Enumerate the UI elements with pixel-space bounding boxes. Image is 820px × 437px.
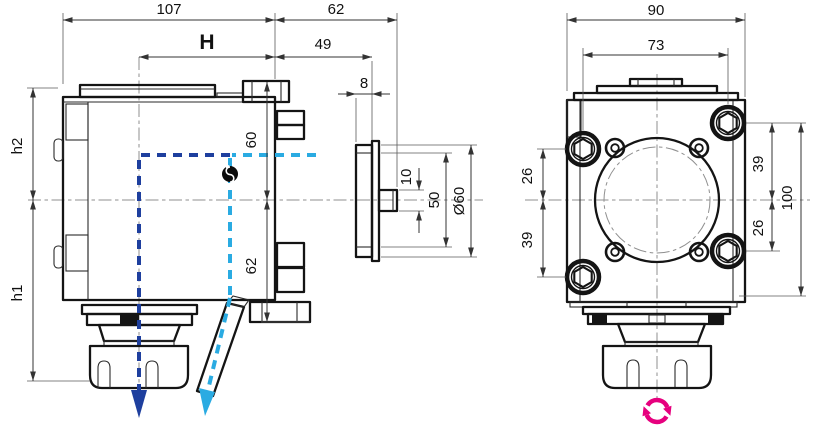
collet-nut <box>601 344 713 390</box>
front-plate-block-top <box>65 103 89 141</box>
hex-socket <box>573 137 593 161</box>
dim-26-left-label: 26 <box>519 168 536 185</box>
dim-60-label: 60 <box>243 132 260 149</box>
corner-hex-bolt-bottom-right <box>709 232 747 270</box>
bottom-clamp-block <box>248 300 312 324</box>
coolant-arrow-icon <box>199 388 215 416</box>
spindle-rotation-icon <box>642 397 672 425</box>
dim-73-label: 73 <box>648 37 665 54</box>
side-view: 107 62 H 49 8 60 62 10 50 Ø60 h2 h1 <box>9 1 483 418</box>
rotation-arc <box>644 413 669 425</box>
bore-screw-hole <box>604 137 626 159</box>
clamp-lug-top <box>53 138 64 162</box>
spindle-key-block <box>120 315 139 324</box>
dim-39-left-label: 39 <box>519 232 536 249</box>
bore-screw-hole <box>688 137 710 159</box>
dim-d60-label: Ø60 <box>451 187 468 215</box>
collet-nut-slot <box>674 359 688 387</box>
dim-h2-label: h2 <box>9 138 26 155</box>
hex-socket <box>573 265 593 289</box>
hex-socket <box>718 111 738 135</box>
dim-H-label: H <box>199 31 214 54</box>
rotation-arrowhead <box>663 405 672 416</box>
side-view-centerlines <box>28 57 483 390</box>
top-clamp-block <box>241 79 291 104</box>
tool-axis-arrow-icon <box>131 390 147 418</box>
flange-key-block <box>708 315 723 323</box>
front-view-corner-bolts <box>564 104 747 296</box>
side-view-dimensions: 107 62 H 49 8 60 62 10 50 Ø60 h2 h1 <box>9 1 477 382</box>
spindle-rotation-dot <box>222 163 238 185</box>
flange-key-block <box>592 315 607 323</box>
clamp-lug-bottom <box>53 245 64 269</box>
bolt-circle-centerline <box>603 146 711 254</box>
dim-8-label: 8 <box>360 75 368 92</box>
rotation-arrowhead <box>642 406 651 417</box>
dim-100-label: 100 <box>779 185 796 210</box>
flange-bolt-head <box>275 266 306 294</box>
coolant-path <box>199 153 316 416</box>
dim-107-label: 107 <box>156 1 181 18</box>
tool-axis-dashed-line <box>137 153 230 392</box>
dim-h1-label: h1 <box>9 285 26 302</box>
shank <box>354 139 399 263</box>
front-view-dimensions: 90 73 26 39 39 26 100 <box>519 2 806 297</box>
collet-nut-slot <box>626 359 640 387</box>
flange-bolt-head <box>275 109 306 127</box>
chip-guard-pipe <box>195 295 250 398</box>
collet-nut <box>88 344 190 390</box>
corner-hex-bolt-top-left <box>564 130 602 168</box>
dim-39-right-label: 39 <box>750 156 767 173</box>
dim-62v-label: 62 <box>243 258 260 275</box>
pipe-body <box>195 301 246 398</box>
front-view-body <box>565 77 747 308</box>
drive-tang <box>377 188 399 213</box>
dim-10-label: 10 <box>398 169 415 186</box>
collet-nut-slot <box>145 360 159 388</box>
dim-50-label: 50 <box>426 192 443 209</box>
dim-49-label: 49 <box>315 36 332 53</box>
spindle-housing-bore <box>593 136 721 264</box>
shank-collar <box>354 143 374 259</box>
tool-axis-path <box>131 153 230 418</box>
rotation-symbol-arrow <box>230 180 234 185</box>
top-key <box>628 77 684 88</box>
corner-hex-bolt-bottom-left <box>564 258 602 296</box>
collet-nut-slot <box>97 360 111 388</box>
side-view-body <box>53 79 312 324</box>
dim-26-right-label: 26 <box>750 220 767 237</box>
front-plate-block-bottom <box>65 234 89 272</box>
flange-bolt-head <box>275 241 306 269</box>
flange-bolt-head <box>275 123 306 141</box>
front-view-holes <box>604 137 710 263</box>
dim-62-label: 62 <box>328 1 345 18</box>
dim-90-label: 90 <box>648 2 665 19</box>
front-view-collet-assembly <box>581 305 732 390</box>
front-view: 90 73 26 39 39 26 100 <box>519 2 810 425</box>
bore-screw-hole <box>604 241 626 263</box>
spindle-nose-taper <box>616 322 707 344</box>
top-gib-plate <box>78 83 217 99</box>
bore-screw-hole <box>688 241 710 263</box>
hex-socket <box>718 239 738 263</box>
corner-hex-bolt-top-right <box>709 104 747 142</box>
front-view-centerlines <box>525 74 810 398</box>
rotation-arc <box>645 397 670 409</box>
rotation-symbol-arrow <box>226 163 230 169</box>
